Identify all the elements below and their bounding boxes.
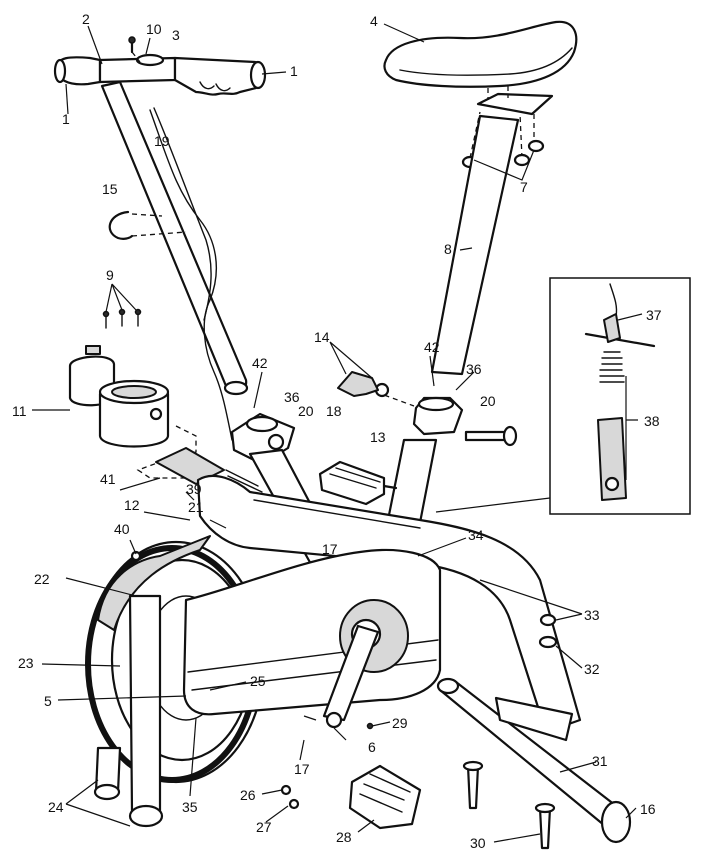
- pedal-upper: [318, 460, 398, 506]
- callout-41: 41: [100, 471, 116, 487]
- callout-20b: 20: [480, 393, 496, 409]
- handlebar-assembly: [53, 36, 267, 96]
- callout-20a: 20: [298, 403, 314, 419]
- crank-arm: [322, 624, 380, 729]
- callout-39: 39: [186, 481, 202, 497]
- callout-33: 33: [584, 607, 600, 623]
- callout-27: 27: [256, 819, 272, 835]
- adjustment-knob: [337, 371, 379, 397]
- callout-38: 38: [644, 413, 660, 429]
- callout-40: 40: [114, 521, 130, 537]
- callout-23: 23: [18, 655, 34, 671]
- seat-assembly: [383, 20, 578, 376]
- cable-bracket: [155, 447, 263, 493]
- callout-28: 28: [336, 829, 352, 845]
- callout-22: 22: [34, 571, 50, 587]
- callout-17a: 17: [322, 541, 338, 557]
- callout-37: 37: [646, 307, 662, 323]
- callout-14: 14: [314, 329, 330, 345]
- callout-36a: 36: [284, 389, 300, 405]
- callout-26: 26: [240, 787, 256, 803]
- pedal-lower: [348, 764, 422, 830]
- callout-2: 2: [82, 11, 90, 27]
- callout-24: 24: [48, 799, 64, 815]
- callout-13: 13: [370, 429, 386, 445]
- callout-29: 29: [392, 715, 408, 731]
- cable-clip: [108, 210, 187, 240]
- callout-4: 4: [370, 13, 378, 29]
- tension-control: [68, 308, 210, 479]
- callout-6: 6: [368, 739, 376, 755]
- callout-5: 5: [44, 693, 52, 709]
- callout-31: 31: [592, 753, 608, 769]
- callout-18: 18: [326, 403, 342, 419]
- callout-16: 16: [640, 801, 656, 817]
- seat-post-clamp: [374, 382, 518, 447]
- callout-32: 32: [584, 661, 600, 677]
- callout-3: 3: [172, 27, 180, 43]
- callout-25: 25: [250, 673, 266, 689]
- callout-9: 9: [106, 267, 114, 283]
- callout-34: 34: [468, 527, 484, 543]
- callout-12: 12: [124, 497, 140, 513]
- handlebar-stem: [100, 80, 249, 441]
- main-frame: [196, 438, 582, 734]
- callout-8: 8: [444, 241, 452, 257]
- callout-19: 19: [154, 133, 170, 149]
- callout-17b: 17: [294, 761, 310, 777]
- callout-35: 35: [182, 799, 198, 815]
- detail-inset: [435, 277, 691, 515]
- callout-labels: 1 1 2 3 4 5 6 7 8 9 10 11 12 13 14 15 16…: [12, 11, 662, 851]
- callout-36b: 36: [466, 361, 482, 377]
- callout-42b: 42: [424, 339, 440, 355]
- callout-7: 7: [520, 179, 528, 195]
- callout-1b: 1: [62, 111, 70, 127]
- callout-42a: 42: [252, 355, 268, 371]
- callout-15: 15: [102, 181, 118, 197]
- callout-leaders: [32, 23, 643, 843]
- callout-30: 30: [470, 835, 486, 851]
- callout-21: 21: [188, 499, 204, 515]
- front-stabilizer: [93, 594, 164, 828]
- callout-1a: 1: [290, 63, 298, 79]
- callout-11: 11: [12, 403, 27, 419]
- callout-10: 10: [146, 21, 162, 37]
- rear-stabilizer: [436, 677, 632, 844]
